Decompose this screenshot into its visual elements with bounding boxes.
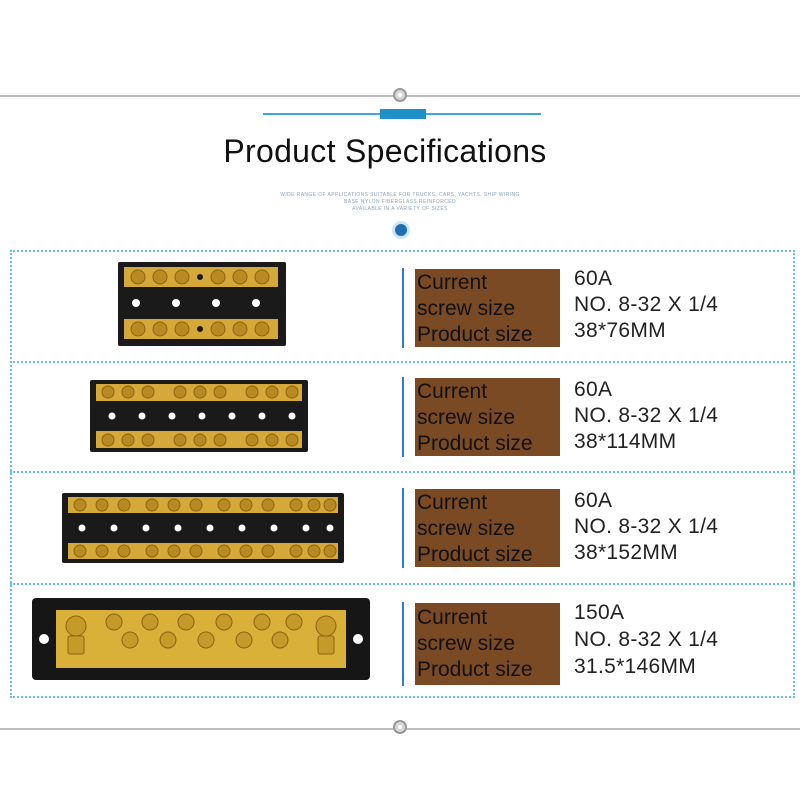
table-border-bottom	[10, 696, 795, 698]
spec-label-product-size: Product size	[417, 658, 533, 681]
fine-print-1: WIDE RANGE OF APPLICATIONS SUITABLE FOR …	[280, 192, 520, 198]
spec-label-screw-size: screw size	[417, 297, 516, 320]
bottom-divider-knob-icon	[393, 720, 407, 734]
spec-label-box	[415, 378, 560, 456]
page-title: Product Specifications	[223, 133, 547, 169]
spec-label-product-size: Product size	[417, 543, 533, 566]
section-dot-icon	[395, 224, 407, 236]
product-image-12-terminal-busbar	[62, 493, 344, 563]
title-accent-block	[380, 109, 426, 119]
spec-value-product-size: 31.5*146MM	[574, 655, 697, 678]
spec-value-current: 60A	[574, 267, 613, 290]
table-row-divider	[10, 361, 795, 363]
spec-separator	[402, 488, 404, 568]
table-border-left	[10, 250, 12, 698]
top-divider-knob-icon	[393, 88, 407, 102]
spec-label-current: Current	[417, 606, 488, 629]
table-row-divider	[10, 471, 795, 473]
spec-value-screw-size: NO. 8-32 X 1/4	[574, 293, 719, 316]
fine-print-2: BASE NYLON FIBERGLASS REINFORCED	[344, 199, 456, 205]
table-border-right	[793, 250, 795, 698]
spec-value-current: 150A	[574, 601, 625, 624]
spec-label-current: Current	[417, 271, 488, 294]
spec-value-current: 60A	[574, 378, 613, 401]
spec-label-product-size: Product size	[417, 432, 533, 455]
spec-value-product-size: 38*76MM	[574, 319, 666, 342]
spec-separator	[402, 377, 404, 457]
spec-label-screw-size: screw size	[417, 517, 516, 540]
product-image-150a-busbar	[32, 598, 370, 680]
spec-value-screw-size: NO. 8-32 X 1/4	[574, 628, 719, 651]
spec-value-screw-size: NO. 8-32 X 1/4	[574, 515, 719, 538]
table-row-divider	[10, 583, 795, 585]
spec-label-current: Current	[417, 380, 488, 403]
spec-label-screw-size: screw size	[417, 406, 516, 429]
spec-label-box	[415, 603, 560, 685]
spec-label-screw-size: screw size	[417, 632, 516, 655]
spec-label-box	[415, 269, 560, 347]
spec-label-product-size: Product size	[417, 323, 533, 346]
spec-value-product-size: 38*152MM	[574, 541, 678, 564]
spec-separator	[402, 268, 404, 348]
product-image-9-terminal-busbar	[90, 380, 308, 452]
spec-separator	[402, 602, 404, 686]
spec-label-current: Current	[417, 491, 488, 514]
table-border-top	[10, 250, 795, 252]
product-image-6-terminal-busbar	[118, 262, 286, 346]
spec-label-box	[415, 489, 560, 567]
spec-value-product-size: 38*114MM	[574, 430, 677, 453]
spec-value-screw-size: NO. 8-32 X 1/4	[574, 404, 719, 427]
fine-print-3: AVAILABLE IN A VARIETY OF SIZES	[352, 206, 448, 212]
spec-value-current: 60A	[574, 489, 613, 512]
